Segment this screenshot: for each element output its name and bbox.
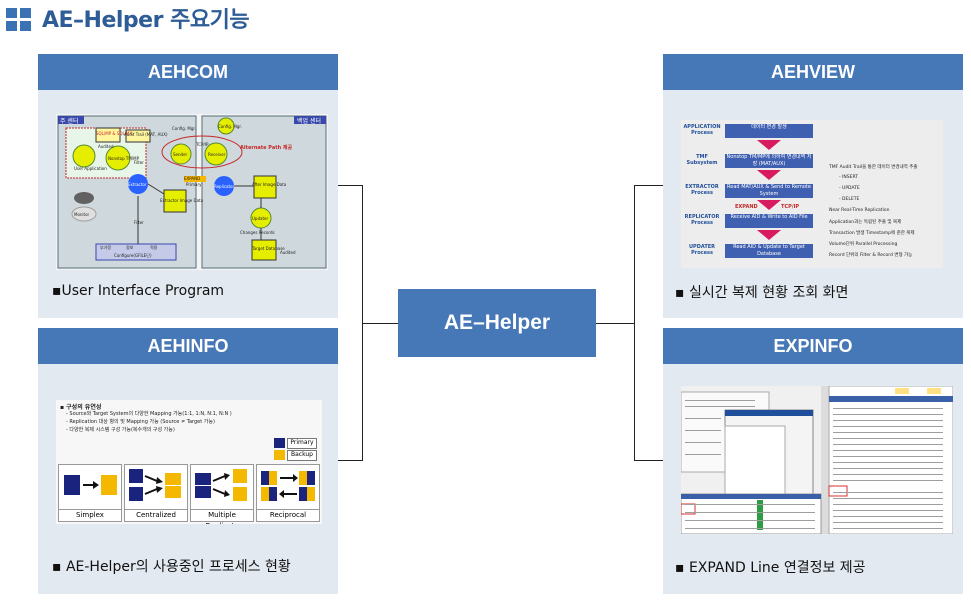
legend-primary-label: Primary: [287, 438, 317, 449]
stage-box: Receive AID & Write to AID File: [725, 214, 813, 228]
feature-bullet: - DELETE: [839, 197, 860, 202]
mode-centralized: Centralized: [124, 464, 188, 522]
connector: [338, 460, 363, 461]
stage-name: REPLICATOR Process: [684, 214, 720, 226]
mode-label: Simplex: [59, 509, 121, 521]
right-center-tab: 백업 센터: [297, 118, 321, 125]
stage-arrow: [757, 200, 781, 210]
label-tag-2: 정보: [126, 245, 134, 250]
link-expand: EXPAND: [735, 204, 758, 210]
node-target-db: Target Database: [252, 246, 285, 251]
mode-simplex: Simplex: [58, 464, 122, 522]
mode-label: Centralized: [125, 509, 187, 521]
label-audited: Audited: [98, 144, 114, 149]
node-monitor: Monitor: [74, 212, 90, 217]
feature-bullet: Volume단위 Parallel Processing: [829, 242, 898, 247]
aehinfo-header: AEHINFO: [38, 328, 338, 364]
feature-bullet: - UPDATE: [839, 186, 860, 191]
label-audited-2: Audited: [280, 250, 296, 255]
config-bullet: - 다양한 복제 시스템 구성 가능(복수개의 구성 가능): [66, 427, 175, 433]
expinfo-caption: ▪ EXPAND Line 연결정보 제공: [675, 560, 866, 576]
connector: [634, 460, 663, 461]
node-updater: Updater: [252, 216, 269, 221]
feature-bullet: Transaction 발생 Timestamp에 준한 복제: [829, 231, 915, 236]
link-tcpip: TCP/IP: [781, 204, 800, 210]
node-extractor: Extractor: [128, 182, 147, 187]
label-filter: Filter: [134, 160, 144, 165]
ae-helper-box: AE–Helper: [398, 289, 596, 357]
label-tag-1: 부가정: [100, 245, 112, 250]
aehinfo-diagram: ▪ 구성의 유연성 - Source와 Target System의 다양한 M…: [56, 400, 322, 524]
stage-box: 데이터 변경 발생: [725, 124, 813, 138]
node-extractor-image: Extractor Image Data: [160, 198, 204, 203]
aehcom-header: AEHCOM: [38, 54, 338, 90]
aehinfo-caption: ▪ AE-Helper의 사용중인 프로세스 현황: [52, 559, 291, 575]
stage-arrow: [757, 140, 781, 150]
stage-box: Read MAT/AUX & Send to Remote System: [725, 184, 813, 198]
mode-label: Multiple Duplicate: [191, 509, 253, 524]
aehview-process-diagram: APPLICATION Process 데이터 변경 발생 TMF Subsyste…: [681, 120, 943, 268]
feature-bullet: Near Real-Time Replication: [829, 208, 890, 213]
node-after-image: After Image Data: [252, 182, 287, 187]
stage-box: Nonstop TM/MP에 의하여 변경내역 저장 (MAT/AUX): [725, 154, 813, 168]
title-grid-icon: [6, 8, 34, 32]
label-alternate-path: Alternate Path 제공: [240, 145, 293, 151]
aehcom-panel: AEHCOM: [38, 54, 338, 318]
aehinfo-panel: AEHINFO ▪ 구성의 유연성 - Source와 Target Syste…: [38, 328, 338, 594]
node-receiver: Receiver: [208, 152, 226, 157]
feature-bullet: Record 단위의 Filter & Record 변형 가능: [829, 253, 913, 258]
node-user-application: User Application: [74, 166, 107, 171]
stage-arrow: [757, 230, 781, 240]
feature-bullet: Application과는 독립된 추출 및 복제: [829, 220, 902, 225]
node-audit-trail: Audit Trail (MAT, AUX): [124, 132, 168, 137]
node-expand: EXPAND: [184, 176, 201, 181]
aehcom-caption: ▪User Interface Program: [52, 283, 225, 299]
aehcom-architecture-diagram: 주 센터 백업 센터 User Application SQL/MP & SQL…: [56, 114, 328, 270]
aehview-panel: AEHVIEW APPLICATION Process 데이터 변경 발생 TMF …: [663, 54, 963, 318]
config-bullet: - Replication 대상 항의 및 Mapping 가능 (Source…: [66, 419, 215, 425]
stage-box: Read AID & Update to Target Database: [725, 244, 813, 258]
stage-arrow: [757, 170, 781, 180]
label-filter-2: Filter: [134, 220, 144, 225]
stage-name: APPLICATION Process: [683, 124, 721, 136]
left-center-tab: 주 센터: [60, 118, 79, 125]
legend-backup-swatch: [274, 450, 285, 460]
aehview-header: AEHVIEW: [663, 54, 963, 90]
connector: [338, 185, 363, 186]
node-sender: Sender: [173, 152, 188, 157]
node-sql: SQL/MP & SQL/MX: [96, 131, 133, 136]
expinfo-header: EXPINFO: [663, 328, 963, 364]
config-bullet: - Source와 Target System의 다양한 Mapping 가능(…: [66, 411, 232, 417]
label-primary: Primary: [186, 182, 202, 187]
mode-multiple-duplicate: Multiple Duplicate: [190, 464, 254, 524]
node-replicator: Replicator: [214, 184, 235, 189]
node-tcpip: TCP/IP: [196, 142, 209, 147]
label-tag-3: 적용: [150, 245, 158, 250]
legend-primary-swatch: [274, 438, 285, 448]
connector: [362, 323, 398, 324]
mode-reciprocal: Reciprocal: [256, 464, 320, 522]
stage-name: UPDATER Process: [688, 244, 716, 256]
aehview-caption: ▪ 실시간 복제 현황 조회 화면: [675, 285, 849, 301]
expinfo-panel: EXPINFO: [663, 328, 963, 594]
node-config-mgr-backup: Config. Mgr.: [218, 124, 242, 129]
node-nonstop-tm: Nonstop TM/MP: [108, 156, 139, 161]
feature-bullet: TMF Audit Trail을 통한 데이터 변경내역 추출: [829, 165, 918, 170]
config-heading: ▪ 구성의 유연성: [60, 404, 102, 411]
connector: [634, 185, 663, 186]
stage-name: EXTRACTOR Process: [685, 184, 719, 196]
label-changes-records: Changes Records: [240, 230, 275, 235]
node-config-mgr: Config. Mgr.: [172, 126, 196, 131]
label-configure: Configure(GFILE단): [114, 253, 152, 258]
connector: [596, 323, 634, 324]
page-title: AE–Helper 주요기능: [42, 8, 250, 33]
stage-name: TMF Subsystem: [686, 154, 718, 166]
connector: [634, 185, 635, 461]
expinfo-screenshot: [681, 386, 953, 534]
feature-bullet: - INSERT: [839, 175, 858, 180]
legend-backup-label: Backup: [287, 450, 317, 461]
mode-label: Reciprocal: [257, 509, 319, 521]
